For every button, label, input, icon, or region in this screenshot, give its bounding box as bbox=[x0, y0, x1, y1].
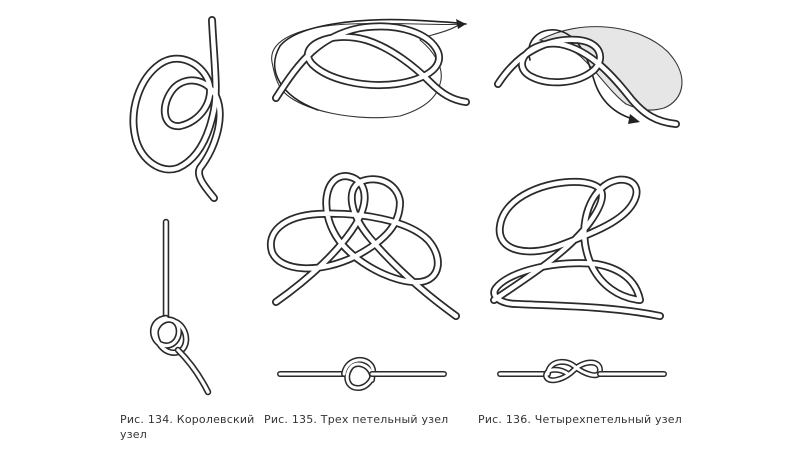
caption-134: Рис. 134. Королевский узел bbox=[120, 413, 255, 441]
caption-136: Рис. 136. Четырехпетельный узел bbox=[478, 413, 683, 426]
caption-135: Рис. 135. Трех петельный узел bbox=[264, 413, 449, 426]
